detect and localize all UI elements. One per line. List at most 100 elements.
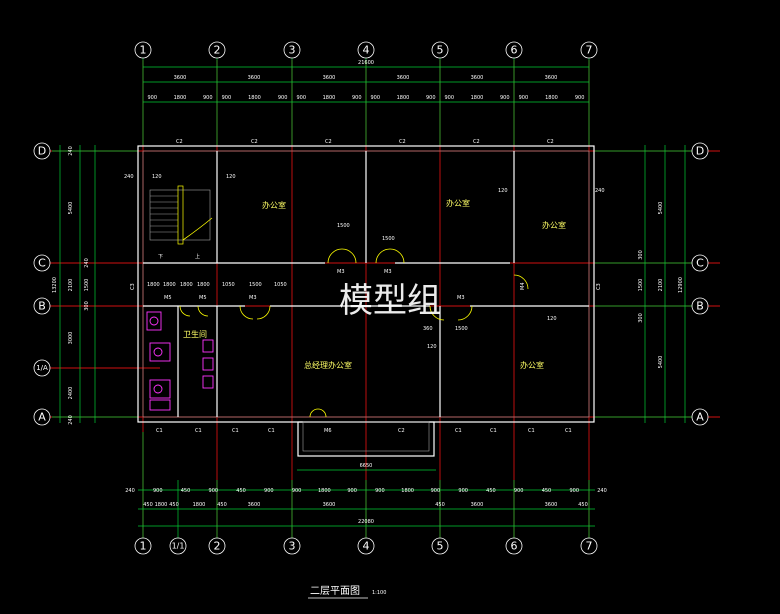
- bottom-dim-row1: 900: [347, 488, 357, 494]
- window-label: C1: [490, 428, 497, 434]
- door-label: M5: [164, 295, 172, 301]
- axis-top-2: 2: [214, 44, 221, 57]
- left-dim: 240: [84, 258, 90, 268]
- left-dim: 300: [84, 301, 90, 311]
- left-dim: 1500: [84, 279, 90, 292]
- axis-left-1a: 1/A: [36, 364, 48, 372]
- axis-bottom-6: 6: [511, 540, 518, 553]
- right-dim: 2100: [658, 279, 664, 292]
- window-label: C2: [473, 139, 480, 145]
- bottom-dim-row1: 900: [514, 488, 524, 494]
- door-label: M4: [520, 283, 526, 291]
- window-label: C1: [528, 428, 535, 434]
- window-dim-top: 900: [222, 95, 232, 101]
- axis-bottom-3: 3: [289, 540, 296, 553]
- axis-left-b: B: [38, 300, 46, 313]
- door-label: M3: [384, 269, 392, 275]
- bottom-dim-row1: 1800: [401, 488, 414, 494]
- left-dimensions: 240 5400 240 2100 1500 300 13200 3000 24…: [52, 146, 90, 425]
- door-label: M5: [199, 295, 207, 301]
- window-dim-top: 900: [296, 95, 306, 101]
- axis-bottom-7: 7: [586, 540, 593, 553]
- axis-bottom-5: 5: [437, 540, 444, 553]
- left-dim: 2400: [68, 387, 74, 400]
- window-dim-top: 900: [352, 95, 362, 101]
- misc-dim: 1500: [382, 236, 395, 242]
- left-dim: 2100: [68, 279, 74, 292]
- misc-dim: 240: [595, 188, 605, 194]
- room-office-3: 办公室: [542, 220, 566, 230]
- axis-top-1: 1: [140, 44, 147, 57]
- stair-up-label: 上: [195, 253, 200, 260]
- door-label: M3: [457, 295, 465, 301]
- misc-dim: 120: [547, 316, 557, 322]
- left-dim: 3000: [68, 332, 74, 345]
- room-office-1: 办公室: [262, 200, 286, 210]
- window-label: C3: [130, 283, 136, 290]
- bottom-dim-row1: 1800: [318, 488, 331, 494]
- window-label: C2: [398, 428, 405, 434]
- axis-left-c: C: [38, 257, 46, 270]
- bottom-dim-row1: 900: [209, 488, 219, 494]
- bottom-dim-row2: 450: [435, 502, 445, 508]
- axis-top-5: 5: [437, 44, 444, 57]
- corridor-dim: 1800: [180, 282, 193, 288]
- window-dim-top: 900: [500, 95, 510, 101]
- misc-dim: 120: [152, 174, 162, 180]
- axis-top-7: 7: [586, 44, 593, 57]
- stair-down-label: 下: [158, 254, 163, 260]
- misc-dim: 360: [423, 326, 433, 332]
- dimension-lines: [52, 50, 700, 540]
- right-dim: 300: [638, 250, 644, 260]
- bottom-dim-row2: 1800: [155, 502, 168, 508]
- misc-dim: 1500: [455, 326, 468, 332]
- window-label: C2: [251, 139, 258, 145]
- corridor-dim: 1800: [197, 282, 210, 288]
- bottom-dim-row1: 900: [431, 488, 441, 494]
- right-dim: 5400: [658, 202, 664, 215]
- drawing-scale: 1:100: [372, 590, 386, 596]
- left-dim: 13200: [52, 277, 58, 293]
- corridor-dimensions: 1800 1800 1800 1800 1050 1500 1050 1500 …: [124, 174, 605, 350]
- misc-dim: 120: [498, 188, 508, 194]
- bottom-dim-row2: 3600: [471, 502, 484, 508]
- bottom-dim-row1: 450: [181, 488, 191, 494]
- window-dim-top: 900: [426, 95, 436, 101]
- right-dimensions: 5400 300 2100 1500 300 12900 5400: [638, 202, 684, 369]
- bay-dim: 3600: [545, 75, 558, 81]
- window-label: C2: [399, 139, 406, 145]
- bottom-dim-row2: 450: [217, 502, 227, 508]
- door-label: M6: [324, 428, 332, 434]
- axis-bubbles-left: D C B 1/A A: [33, 142, 51, 426]
- window-label: C2: [176, 139, 183, 145]
- axis-left-a: A: [38, 411, 46, 424]
- left-dim: 5400: [68, 202, 74, 215]
- room-toilet: 卫生间: [183, 329, 207, 339]
- axis-top-4: 4: [363, 44, 370, 57]
- total-width-bottom: 22080: [358, 519, 374, 525]
- window-dim-top: 900: [203, 95, 213, 101]
- window-dim-top: 1800: [545, 95, 558, 101]
- axis-left-d: D: [38, 145, 46, 158]
- room-office-2: 办公室: [446, 198, 470, 208]
- window-dim-top: 900: [575, 95, 585, 101]
- window-label: C1: [195, 428, 202, 434]
- bay-dim: 3600: [471, 75, 484, 81]
- window-label: C2: [325, 139, 332, 145]
- bay-dim: 3600: [323, 75, 336, 81]
- stair: 下 上: [149, 185, 213, 260]
- axis-bubbles-bottom: 1 1/1 2 3 4 5 6 7: [134, 537, 598, 555]
- axis-right-d: D: [696, 145, 704, 158]
- bottom-dim-row1: 450: [236, 488, 246, 494]
- window-label: C1: [232, 428, 239, 434]
- bottom-dim-row1: 900: [292, 488, 302, 494]
- right-dim: 5400: [658, 356, 664, 369]
- window-dim-top: 900: [278, 95, 288, 101]
- right-dim: 12900: [678, 277, 684, 293]
- left-dim: 240: [68, 146, 74, 156]
- axis-bottom-1-1: 1/1: [172, 542, 185, 551]
